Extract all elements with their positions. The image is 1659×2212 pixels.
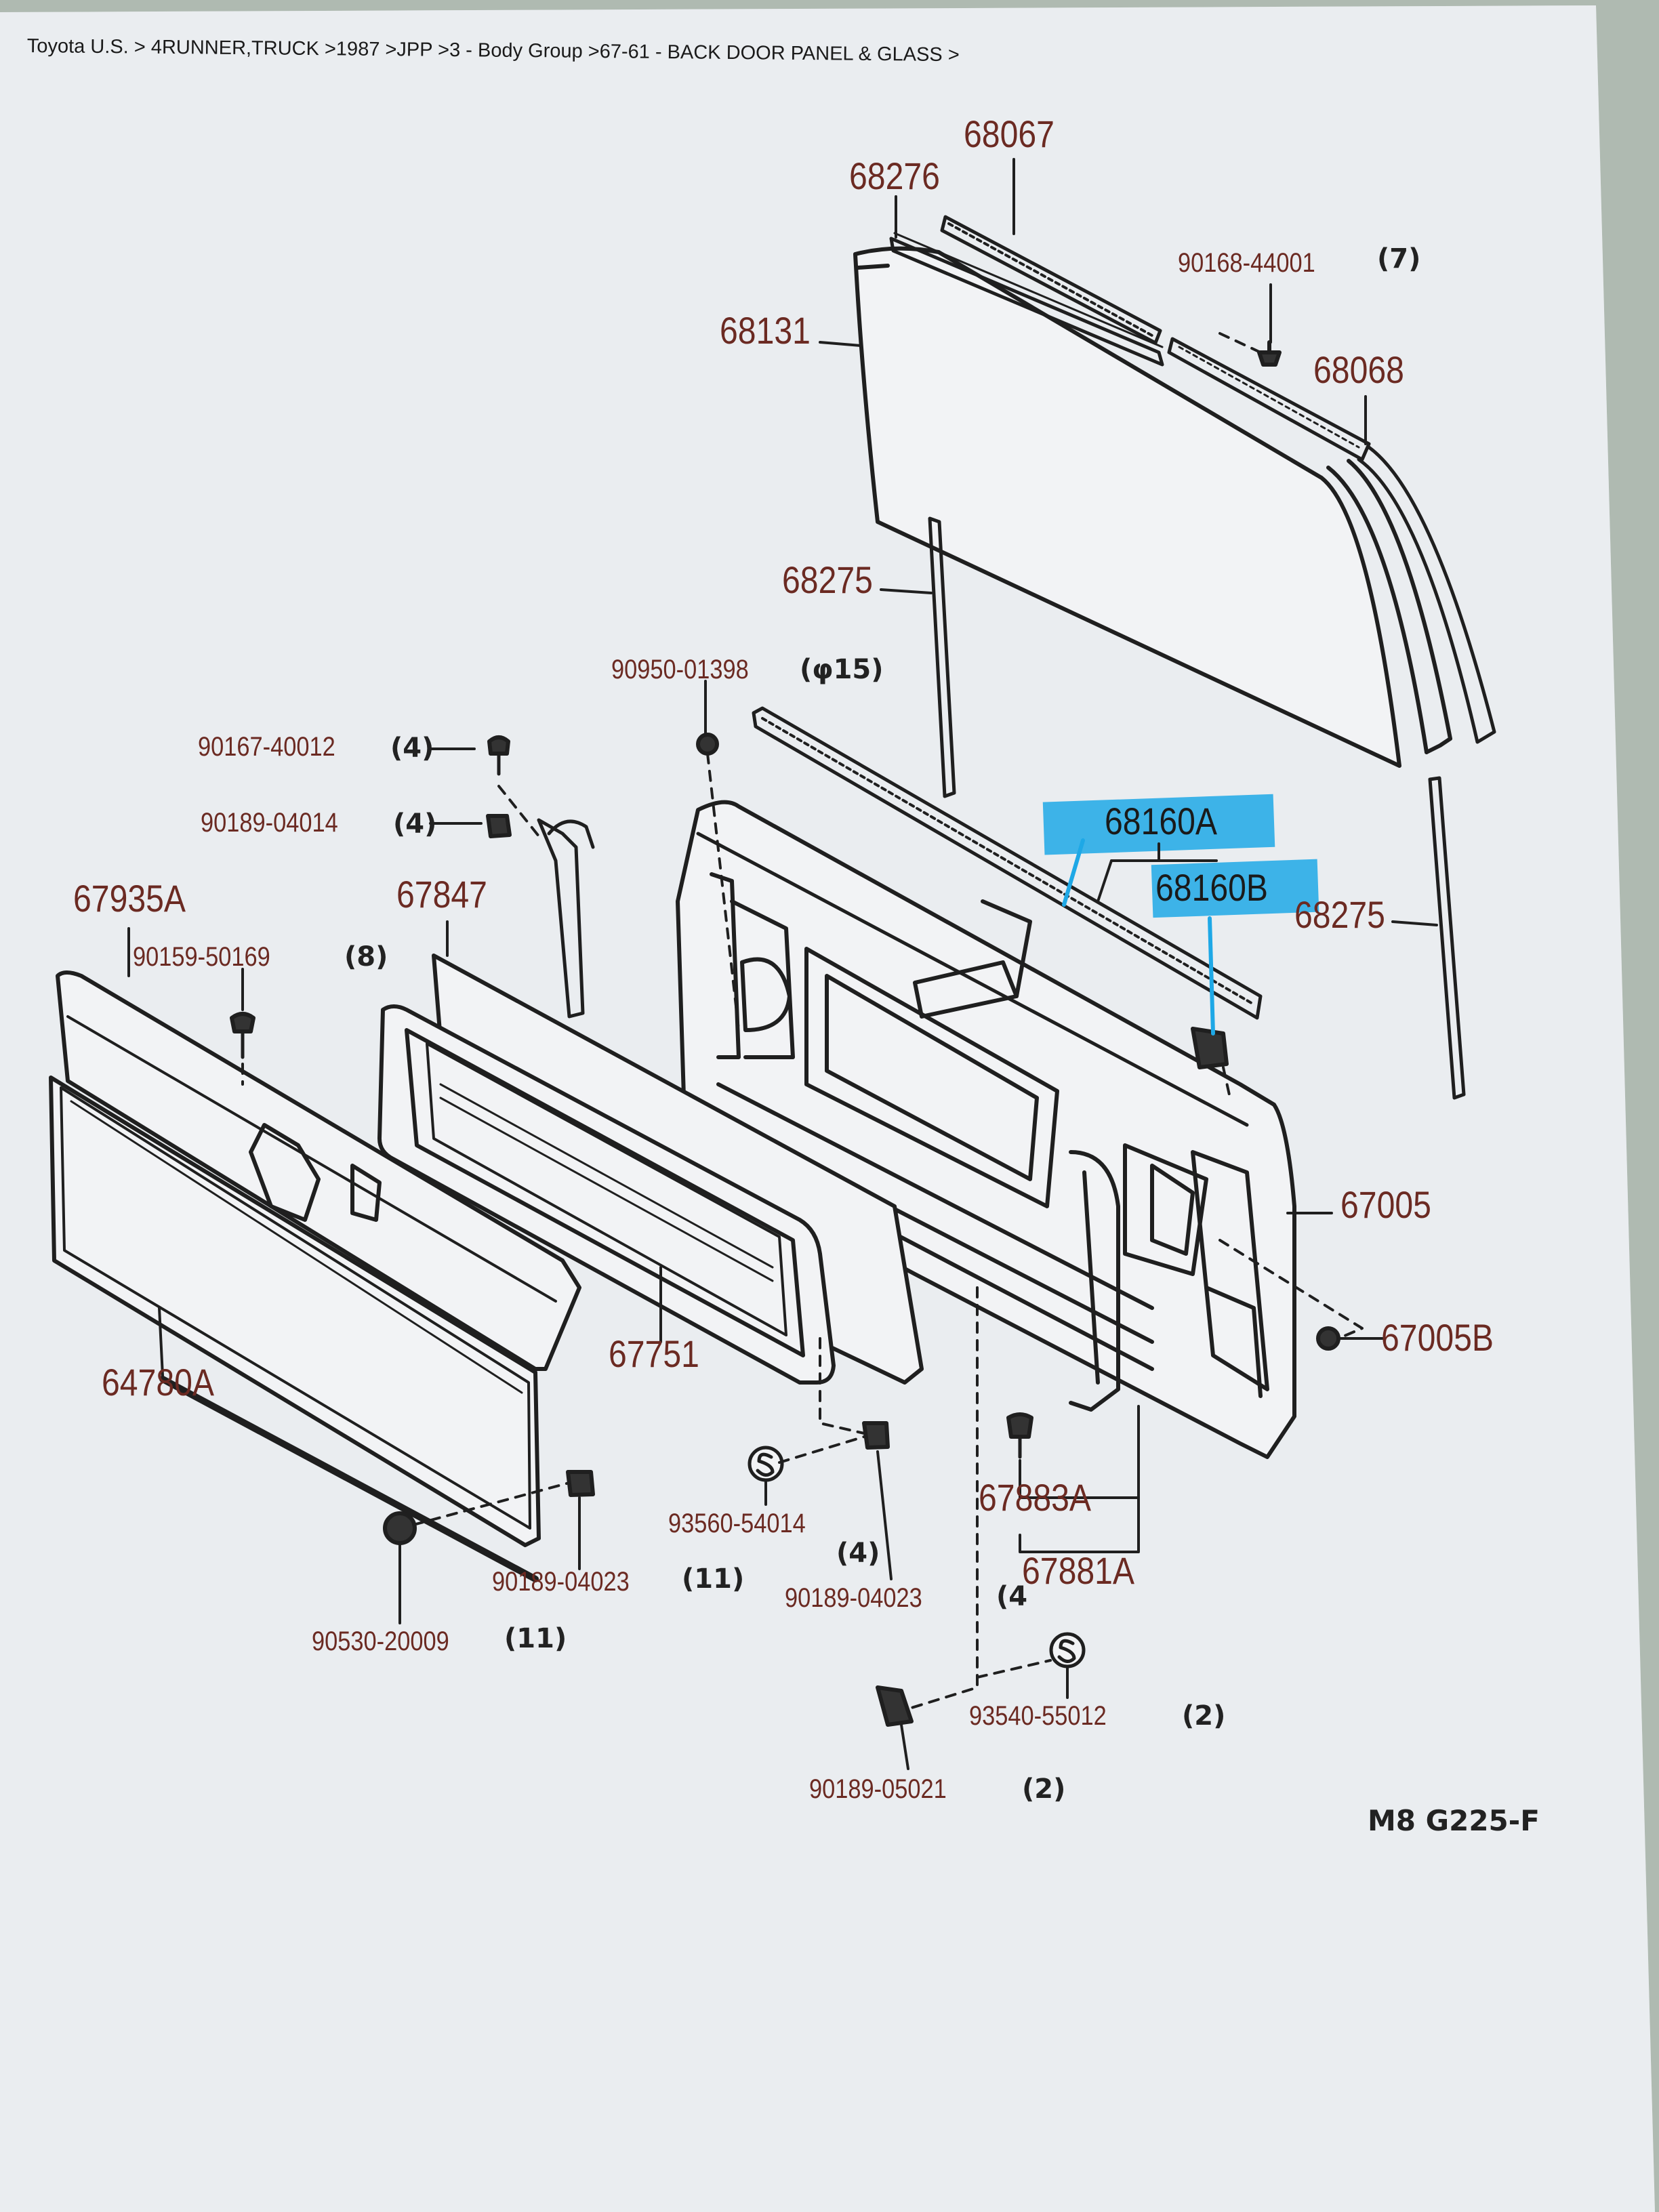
fastener-nut-90950 bbox=[696, 733, 719, 756]
part-label-64780a: 64780A bbox=[102, 1361, 215, 1404]
part-label-68068: 68068 bbox=[1313, 348, 1404, 391]
highlight-68160a bbox=[1042, 794, 1275, 855]
qty-90168: (7) bbox=[1377, 243, 1421, 274]
part-label-68131: 68131 bbox=[720, 309, 811, 352]
part-label-93540-55012: 93540-55012 bbox=[969, 1701, 1107, 1731]
upper-weatherstrips bbox=[889, 215, 1496, 754]
part-label-90189-05021: 90189-05021 bbox=[809, 1774, 947, 1804]
qty-90189-04023-mid: (4 bbox=[996, 1581, 1028, 1612]
part-label-68276: 68276 bbox=[849, 155, 940, 197]
qty-90189-04014: (4) bbox=[393, 808, 437, 840]
part-label-68160b: 68160B bbox=[1155, 866, 1269, 909]
part-label-67883a: 67883A bbox=[979, 1476, 1092, 1519]
fastener-clip-90189-04023-mid bbox=[862, 1421, 890, 1450]
glass-run-strip bbox=[752, 706, 1263, 1020]
fastener-clip-90189-04023-left bbox=[566, 1470, 595, 1497]
qty-90159: (8) bbox=[344, 941, 388, 972]
part-label-68160a: 68160A bbox=[1105, 800, 1218, 842]
qty-93560: (4) bbox=[836, 1538, 880, 1569]
figure-code: M8 G225-F bbox=[1368, 1804, 1540, 1837]
part-label-68275-left: 68275 bbox=[782, 558, 873, 601]
side-channels bbox=[928, 516, 1466, 1100]
assembly-dash-lines bbox=[241, 332, 1364, 1709]
part-label-67881a: 67881A bbox=[1022, 1549, 1135, 1592]
part-label-67005: 67005 bbox=[1340, 1183, 1431, 1226]
fastener-bolt-90530 bbox=[383, 1511, 417, 1545]
part-label-90189-04023-mid: 90189-04023 bbox=[785, 1583, 922, 1613]
inner-trim-panel bbox=[377, 1004, 836, 1385]
part-label-90950-01398: 90950-01398 bbox=[611, 655, 749, 684]
qty-90189-05021: (2) bbox=[1022, 1774, 1066, 1805]
part-label-90189-04023-left: 90189-04023 bbox=[492, 1567, 630, 1597]
fastener-clip-68160b bbox=[1191, 1027, 1229, 1069]
screw-symbol-93540 bbox=[1049, 1632, 1086, 1668]
fastener-nut-67005b bbox=[1316, 1326, 1340, 1351]
part-label-67751: 67751 bbox=[609, 1332, 699, 1375]
qty-93540: (2) bbox=[1182, 1700, 1226, 1732]
highlight-68160b bbox=[1151, 859, 1319, 918]
fastener-screw-90168 bbox=[1257, 340, 1282, 367]
part-label-90159-50169: 90159-50169 bbox=[133, 942, 270, 972]
qty-90189-04023-left: (11) bbox=[682, 1563, 745, 1595]
part-label-90167-40012: 90167-40012 bbox=[198, 732, 335, 762]
part-label-93560-54014: 93560-54014 bbox=[668, 1509, 806, 1538]
part-label-67005b: 67005B bbox=[1381, 1316, 1494, 1359]
fastener-screw-90167 bbox=[487, 735, 510, 776]
part-label-90168-44001: 90168-44001 bbox=[1178, 248, 1315, 278]
fastener-clip-67883a bbox=[1006, 1412, 1033, 1459]
part-label-90189-04014: 90189-04014 bbox=[201, 808, 338, 838]
qty-90950: (φ15) bbox=[800, 654, 884, 685]
fastener-clip-90159 bbox=[230, 1012, 255, 1059]
leader-lines bbox=[127, 158, 1438, 1770]
outer-trim-board bbox=[49, 970, 581, 1582]
back-door-panel bbox=[676, 800, 1296, 1459]
window-glass bbox=[853, 246, 1401, 768]
screw-symbol-93560 bbox=[747, 1446, 784, 1482]
qty-90167: (4) bbox=[390, 733, 434, 764]
fastener-clip-90189-05021 bbox=[876, 1685, 914, 1727]
part-label-67847: 67847 bbox=[396, 873, 487, 916]
part-label-67935a: 67935A bbox=[73, 877, 186, 920]
part-label-68275-right: 68275 bbox=[1294, 893, 1385, 936]
fastener-clip-90189-04014 bbox=[486, 814, 512, 838]
part-label-90530-20009: 90530-20009 bbox=[312, 1626, 449, 1656]
qty-90530: (11) bbox=[504, 1623, 567, 1654]
part-label-68067: 68067 bbox=[964, 112, 1054, 155]
hinge-bracket bbox=[537, 818, 595, 1019]
